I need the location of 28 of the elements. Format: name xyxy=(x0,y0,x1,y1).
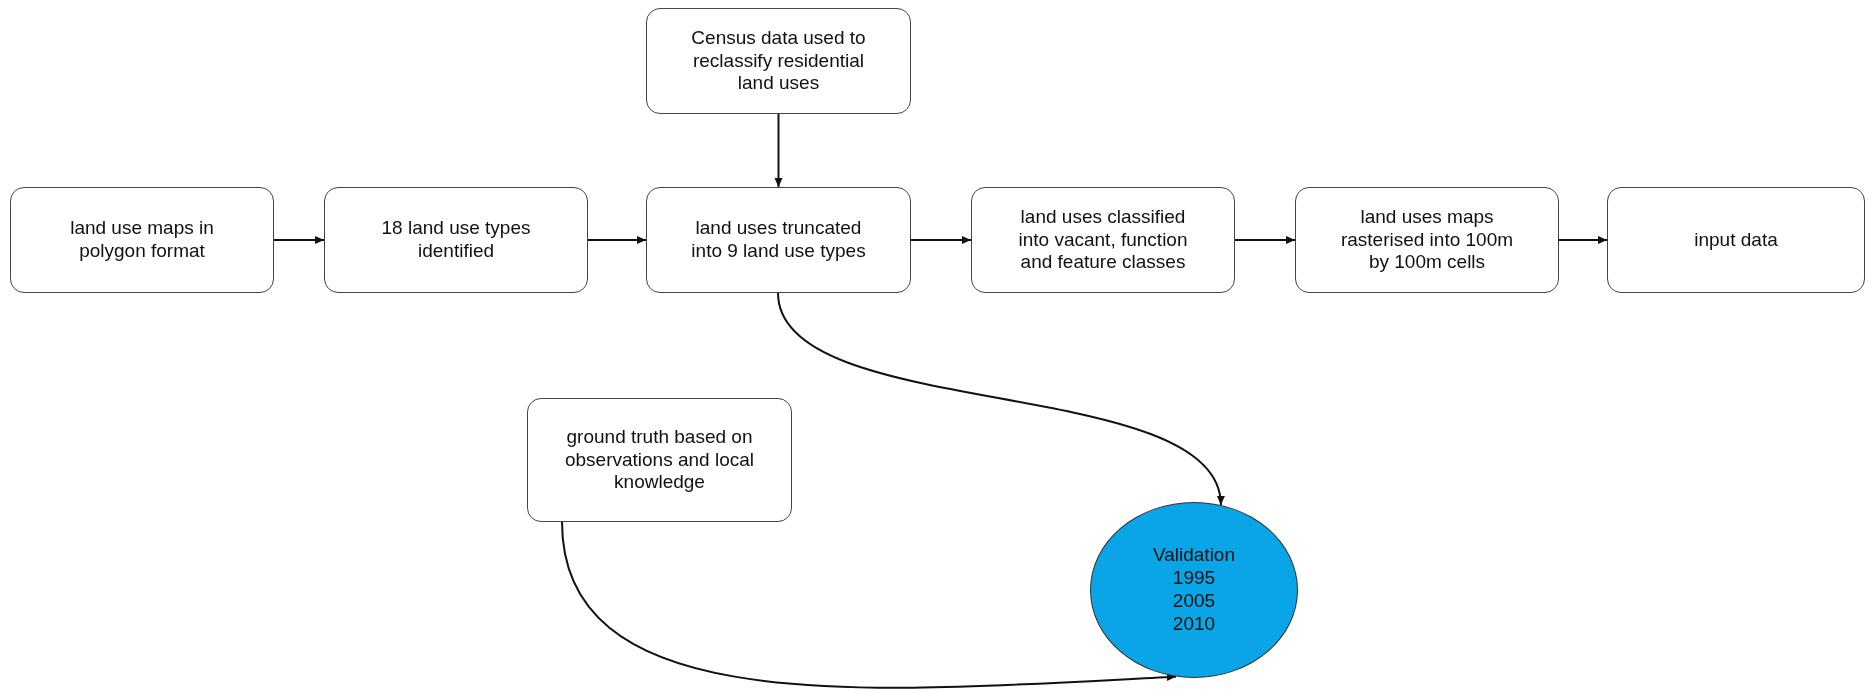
arrow xyxy=(273,236,325,244)
process-box xyxy=(971,187,1235,293)
node-text: land uses maps rasterised into 100m by 100m cells xyxy=(1339,205,1515,275)
node-text: 1995 xyxy=(1172,567,1216,590)
arrow xyxy=(561,521,1177,689)
process-box xyxy=(646,187,911,293)
node-text: input data xyxy=(1694,228,1778,252)
process-box xyxy=(646,8,911,114)
arrow xyxy=(587,236,647,244)
node-text: land uses classified into vacant, function and feature classes xyxy=(1017,205,1189,275)
process-box xyxy=(527,398,792,522)
node-text: 2005 xyxy=(1172,590,1216,613)
node-text: land uses truncated into 9 land use types xyxy=(690,217,867,263)
node-text: ground truth based on observations and local knowledge xyxy=(564,425,755,495)
process-box xyxy=(324,187,588,293)
node-text: 18 land use types identified xyxy=(380,217,532,263)
node-text: Validation xyxy=(1152,544,1235,568)
arrow xyxy=(1234,236,1296,244)
arrow xyxy=(774,113,783,188)
process-box xyxy=(10,187,274,293)
node-text: 2010 xyxy=(1172,612,1216,636)
node-text: land use maps in polygon format xyxy=(69,217,215,263)
arrow xyxy=(910,236,972,244)
node-text: Census data used to reclassify residential land uses xyxy=(690,26,867,96)
arrow xyxy=(777,292,1223,506)
arrow xyxy=(1558,236,1608,244)
process-box xyxy=(1607,187,1865,293)
process-box xyxy=(1295,187,1559,293)
